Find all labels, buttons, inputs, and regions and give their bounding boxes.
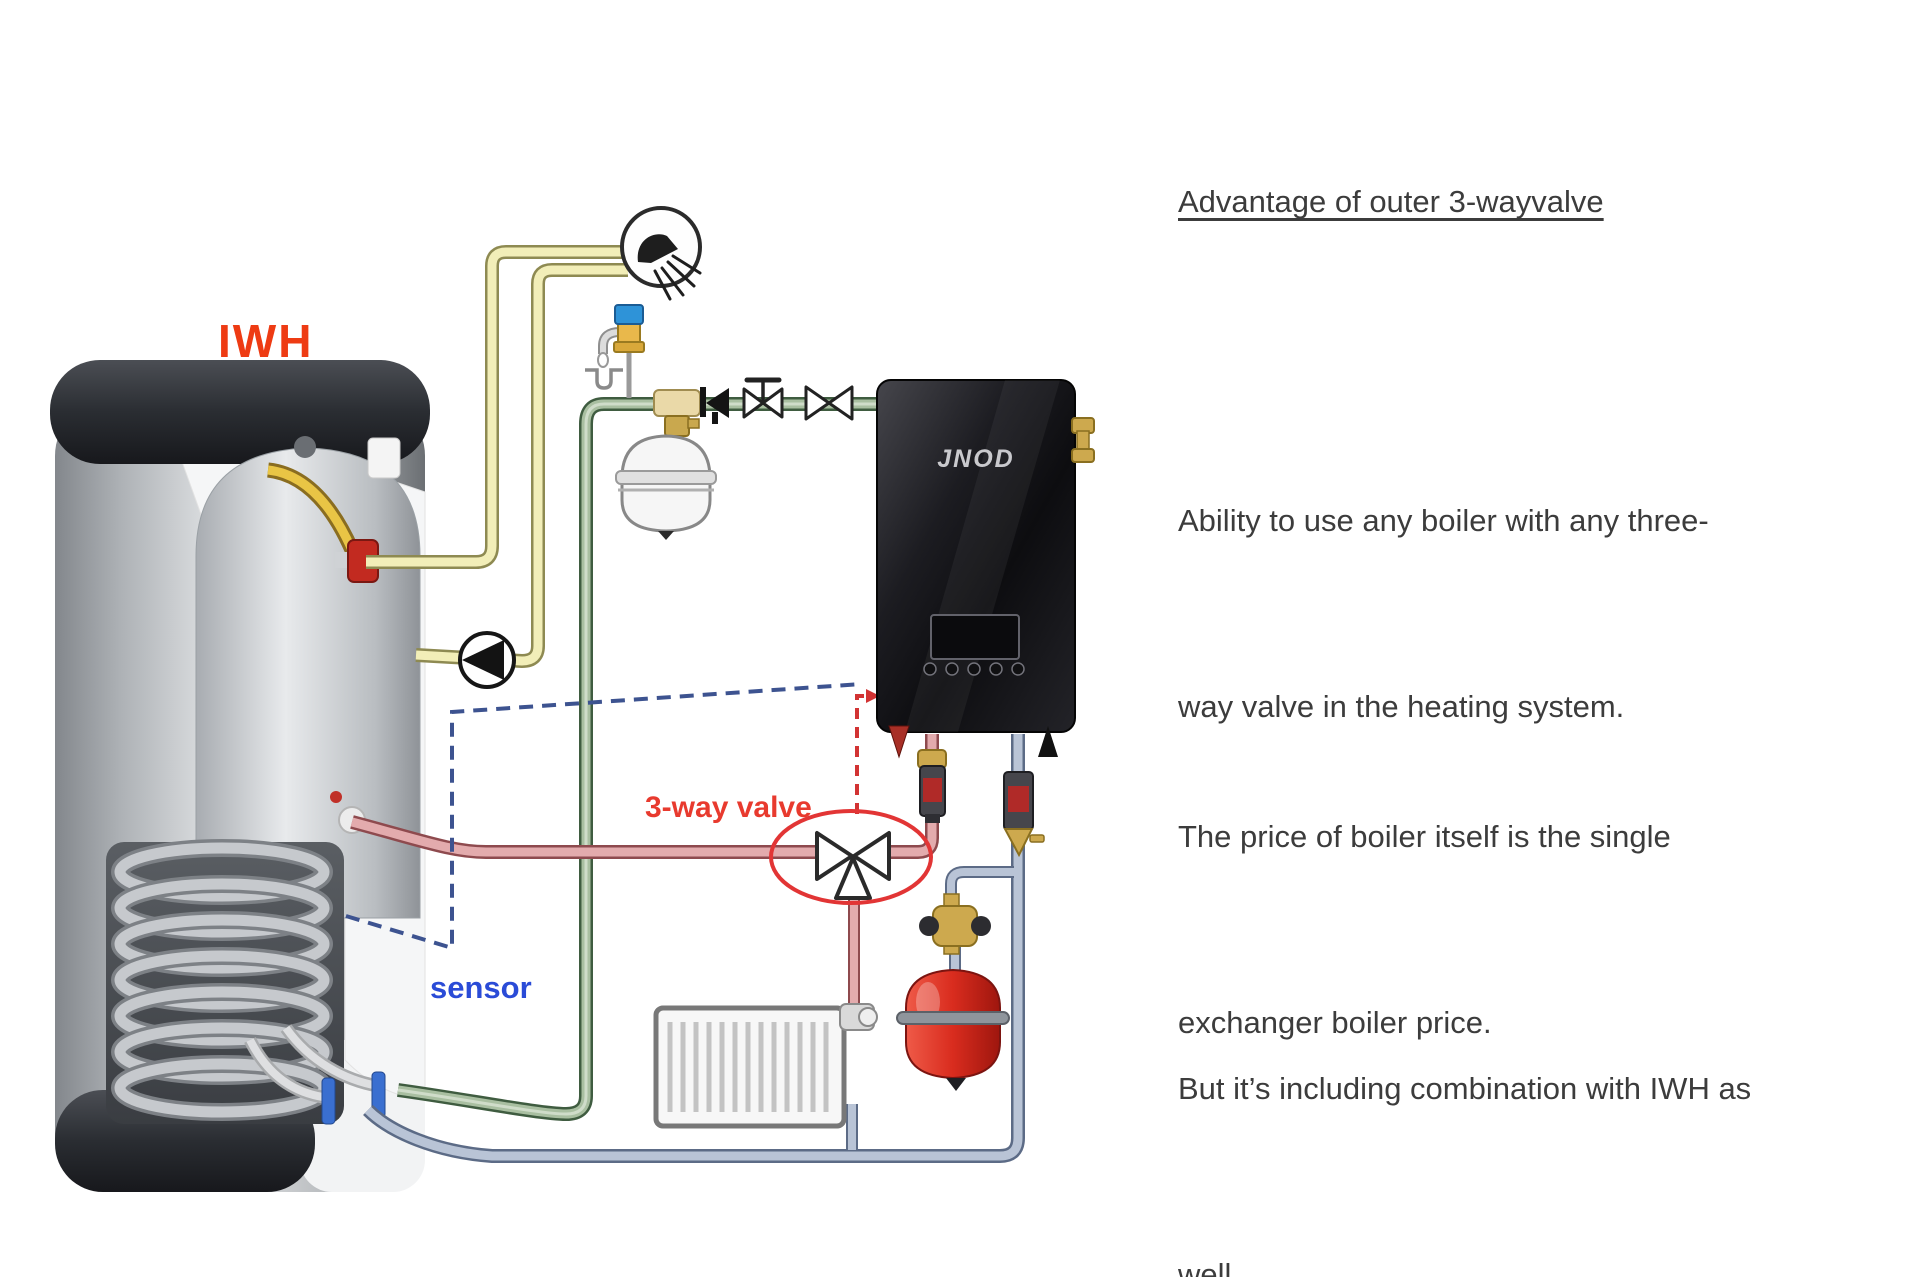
flow-arrow-down: [888, 725, 910, 759]
paragraph-1: Ability to use any boiler with any three…: [1178, 366, 1709, 862]
brass-valve-icon: [919, 893, 991, 955]
three-way-valve-label: 3-way valve: [645, 791, 812, 824]
recirculation-pipe: [415, 265, 628, 666]
return-arrow-up: [1038, 726, 1058, 757]
check-valve-icon: [700, 387, 729, 424]
iwh-tank: [50, 360, 430, 1192]
pressure-relief-valve-icon: [585, 304, 645, 390]
paragraph-line: Ability to use any boiler with any three…: [1178, 503, 1709, 538]
expansion-branch-outline: [945, 866, 1014, 908]
heading: Advantage of outer 3-wayvalve: [1178, 184, 1604, 219]
boiler-circuit-pipe-highlight: [397, 402, 876, 1116]
boiler-body: [876, 379, 1076, 733]
shower-icon: [620, 206, 702, 301]
tank-cavity: [106, 842, 344, 1124]
inner-vessel-knob: [294, 436, 316, 458]
gate-valve-icon: [742, 377, 784, 419]
heating-flow-pipe: [350, 817, 816, 857]
internal-pipe: [267, 465, 357, 552]
boiler-side-fitting: [1071, 417, 1095, 463]
paragraph-3: But it’s including combination with IWH …: [1178, 934, 1751, 1277]
paragraph-line: The price of boiler itself is the single: [1178, 819, 1671, 854]
valve-highlight-ellipse: [769, 809, 933, 905]
boiler-brand-logo: JNOD: [937, 445, 1014, 473]
expansion-branch-pipe: [947, 868, 1014, 908]
bottom-fitting-blue: [321, 1077, 336, 1125]
blue-cap: [614, 304, 644, 325]
electric-boiler: JNOD: [876, 379, 1095, 733]
radiator-icon: [653, 1003, 878, 1129]
shutoff-valve-icon: [804, 385, 854, 421]
radiator-fins: [667, 1022, 829, 1112]
filter-icon-right: [1003, 771, 1045, 858]
tank-top-cap: [50, 360, 430, 464]
filter-icon-left: [917, 749, 947, 823]
heating-system-diagram: JNOD: [50, 206, 1095, 1192]
tank-side-port: [367, 437, 401, 479]
paragraph-line: way valve in the heating system.: [1178, 689, 1625, 724]
control-lines: [345, 682, 880, 951]
coil-end-tube: [246, 1038, 331, 1102]
tank-label: IWH: [218, 315, 313, 367]
fitting-stem: [335, 552, 350, 568]
boiler-buttons: [923, 662, 1025, 676]
three-way-valve-icon: [769, 809, 933, 905]
expansion-vessel-icon: [615, 434, 717, 540]
hot-water-pipe: [366, 247, 626, 567]
paragraph-line: exchanger boiler price.: [1178, 1005, 1492, 1040]
valve-control-wire-dashed: [855, 694, 866, 814]
pump-icon: [458, 631, 516, 689]
heating-return-pipe: [364, 734, 1023, 1161]
sensor-wire-dashed: [345, 682, 863, 951]
paragraph-line: well.: [1178, 1257, 1241, 1277]
control-arrow: [866, 689, 880, 703]
boiler-display: [930, 614, 1020, 660]
recirculation-pipe-outline: [415, 263, 628, 668]
paragraph-2: The price of boiler itself is the single…: [1178, 682, 1671, 1178]
coil-end-tube-2: [282, 1025, 379, 1090]
coil-port-mark: [330, 791, 342, 803]
expansion-tank-icon: [896, 968, 1010, 1091]
sensor-label: sensor: [430, 970, 532, 1005]
drain-funnel: [585, 368, 623, 390]
paragraph-line: But it’s including combination with IWH …: [1178, 1071, 1752, 1106]
